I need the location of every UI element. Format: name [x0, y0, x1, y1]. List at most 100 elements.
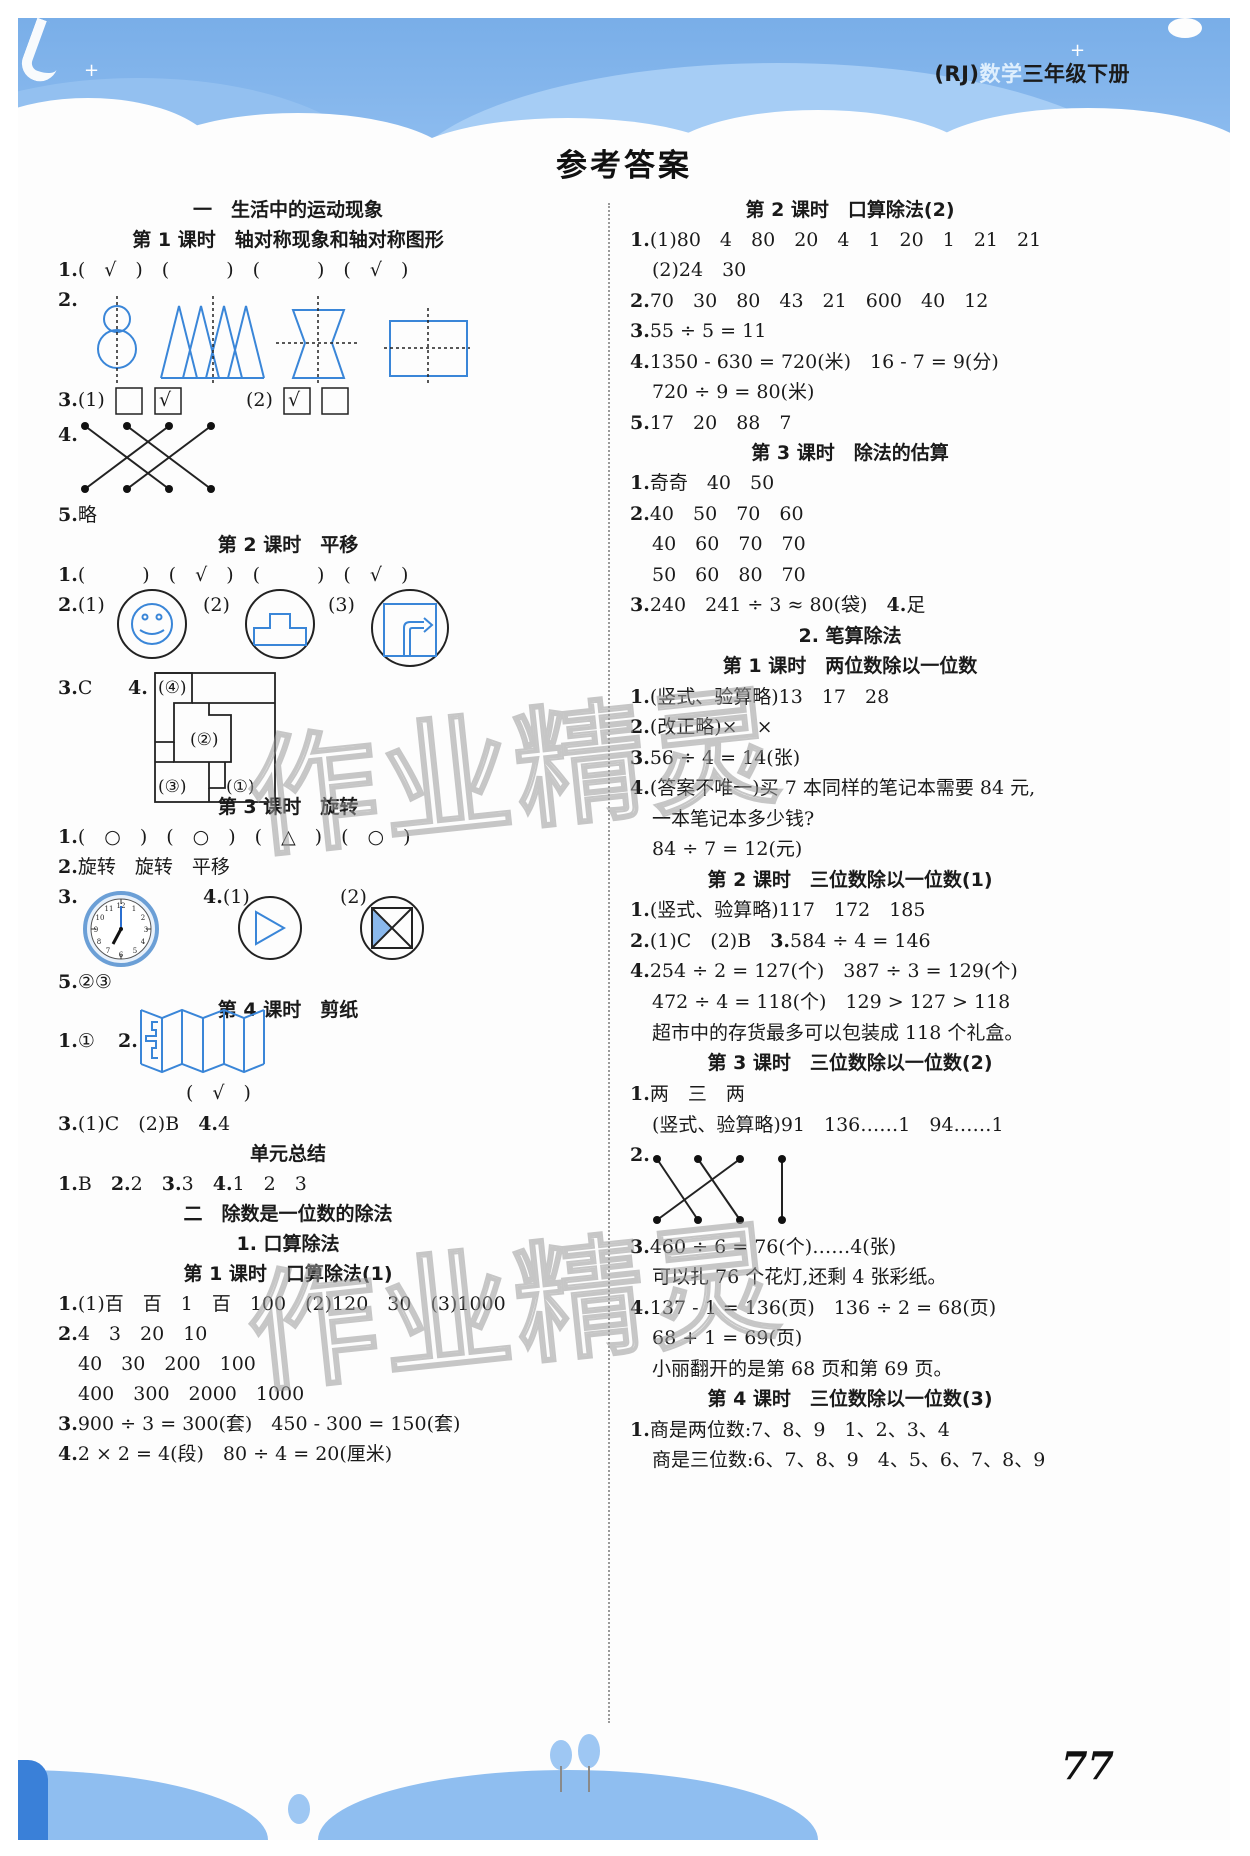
answer-line: 4.137 - 1 = 136(页) 136 ÷ 2 = 68(页): [630, 1294, 996, 1322]
column-divider: [608, 203, 610, 1723]
answer-text: 一本笔记本多少钱?: [652, 808, 815, 830]
lesson-title: 第 4 课时 三位数除以一位数(3): [707, 1388, 993, 1410]
part-label: (2): [340, 886, 367, 908]
puzzle-label: (②): [190, 730, 219, 750]
answer-line: 4.1350 - 630 = 720(米) 16 - 7 = 9(分): [630, 348, 999, 376]
question-number: 1.: [58, 259, 78, 281]
answer-line: 4.: [58, 421, 78, 449]
question-number: 1.: [630, 472, 650, 494]
tree-icon: [578, 1734, 600, 1768]
unit-title: 一 生活中的运动现象: [192, 199, 383, 221]
answer-text: 254 ÷ 2 = 127(个) 387 ÷ 3 = 129(个): [649, 960, 1018, 982]
puzzle-label: (①): [226, 777, 255, 797]
question-number: 4.: [886, 594, 907, 616]
answer-text: 472 ÷ 4 = 118(个) 129 > 127 > 118: [652, 991, 1011, 1013]
question-number: 1.: [58, 826, 78, 848]
answer-line: 1.奇奇 40 50: [630, 469, 774, 497]
cloud: [1168, 18, 1202, 38]
matching-lines: [81, 422, 215, 493]
answer-text: ( ) ( √ ) ( ) ( √ ): [77, 564, 409, 586]
svg-text:6: 6: [119, 951, 124, 959]
svg-text:4: 4: [141, 938, 146, 946]
section-title: 单元总结: [249, 1143, 326, 1165]
question-number: 2.: [58, 594, 78, 616]
subject-label: 数学: [979, 62, 1023, 86]
answer-line: 4.: [128, 674, 148, 702]
answer-line: 3.C: [58, 674, 92, 702]
answer-text: (改正略)× ×: [649, 716, 773, 738]
answer-text: C: [77, 677, 93, 699]
check-mark: √: [288, 389, 301, 411]
check-mark: ( √ ): [186, 1082, 251, 1104]
answer-text: ( √ ) ( ) ( ) ( √ ): [77, 259, 409, 281]
part-label: (2): [203, 594, 230, 616]
tree-icon: [288, 1794, 310, 1824]
header-banner: + + (RJ)数学三年级下册: [18, 18, 1230, 148]
question-number: 3.: [58, 1113, 78, 1135]
question-number: 3.: [58, 389, 78, 411]
answer-text: 4 3 20 10: [77, 1323, 208, 1345]
answer-text: 旋转 旋转 平移: [77, 856, 230, 878]
question-number: 3.: [770, 930, 791, 952]
answer-line: 2.(改正略)× ×: [630, 713, 773, 741]
question-number: 4.: [58, 1443, 78, 1465]
svg-text:5: 5: [133, 947, 137, 955]
answer-text: 50 60 80 70: [652, 564, 806, 586]
answer-text: (1)C (2)B: [77, 1113, 180, 1135]
lesson-title: 第 4 课时 剪纸: [217, 999, 359, 1021]
part-label: (3): [328, 594, 355, 616]
answer-text: 40 30 200 100: [78, 1353, 256, 1375]
question-number: 4.: [58, 424, 78, 446]
question-number: 1.: [58, 1030, 78, 1052]
lesson-title: 第 3 课时 旋转: [217, 796, 359, 818]
question-number: 4.: [212, 1173, 233, 1195]
answer-text: 商是三位数:6、7、8、9 4、5、6、7、8、9: [652, 1449, 1046, 1471]
svg-text:10: 10: [96, 914, 105, 922]
answer-text: 4: [218, 1113, 231, 1135]
question-number: 5.: [58, 504, 78, 526]
answer-text: 40 60 70 70: [652, 533, 806, 555]
star-icon: +: [84, 60, 100, 81]
question-number: 1.: [630, 229, 650, 251]
question-number: 2.: [118, 1030, 138, 1052]
question-number: 2.: [630, 716, 650, 738]
answer-text: 奇奇 40 50: [649, 472, 775, 494]
answer-text: (1)C (2)B: [649, 930, 752, 952]
question-number: 2.: [58, 1323, 78, 1345]
answer-line: 5.略: [58, 501, 97, 529]
question-number: 1.: [630, 1083, 650, 1105]
answer-text: (竖式、验算略)117 172 185: [649, 899, 926, 921]
puzzle-figure: [154, 672, 276, 803]
lesson-title: 第 2 课时 三位数除以一位数(1): [707, 869, 993, 891]
answer-line: 2.4 3 20 10: [58, 1320, 207, 1348]
answer-text: 56 ÷ 4 = 14(张): [649, 747, 801, 769]
page-title: 参考答案: [556, 148, 692, 184]
question-number: 3.: [630, 1236, 650, 1258]
answer-text: (2)24 30: [652, 259, 747, 281]
svg-text:3: 3: [144, 926, 148, 934]
tree-icon: [550, 1740, 572, 1770]
answer-line: 1.商是两位数:7、8、9 1、2、3、4: [630, 1416, 950, 1444]
answer-text: 460 ÷ 6 = 76(个)……4(张): [649, 1236, 897, 1258]
question-number: 3.: [161, 1173, 182, 1195]
svg-text:8: 8: [97, 938, 101, 946]
question-number: 1.: [630, 686, 650, 708]
answer-text: 55 ÷ 5 = 11: [649, 320, 767, 342]
answer-line: 3.460 ÷ 6 = 76(个)……4(张): [630, 1233, 896, 1261]
answer-text: 84 ÷ 7 = 12(元): [652, 838, 803, 860]
answer-text: (1)80 4 80 20 4 1 20 1 21 21: [649, 229, 1042, 251]
question-number: 3.: [630, 320, 650, 342]
page-number: 77: [1061, 1743, 1114, 1788]
answer-line: 5.17 20 88 7: [630, 409, 791, 437]
answer-text: 584 ÷ 4 = 146: [790, 930, 931, 952]
answer-text: (1)百 百 1 百 100 (2)120 30 (3)1000: [77, 1293, 506, 1315]
question-number: 4.: [198, 1113, 219, 1135]
answer-text: 1 2 3: [232, 1173, 307, 1195]
answer-line: 3.(1): [58, 386, 105, 414]
answer-text: 900 ÷ 3 = 300(套) 450 - 300 = 150(套): [77, 1413, 461, 1435]
question-number: 2.: [58, 856, 78, 878]
answer-page: + + (RJ)数学三年级下册 参考答案 一 生活中的运动现象 第 1 课时 轴…: [18, 18, 1230, 1840]
answer-line: 3.(1)C (2)B 4.4: [58, 1110, 230, 1138]
svg-text:7: 7: [106, 947, 110, 955]
answer-text: 40 50 70 60: [649, 503, 804, 525]
